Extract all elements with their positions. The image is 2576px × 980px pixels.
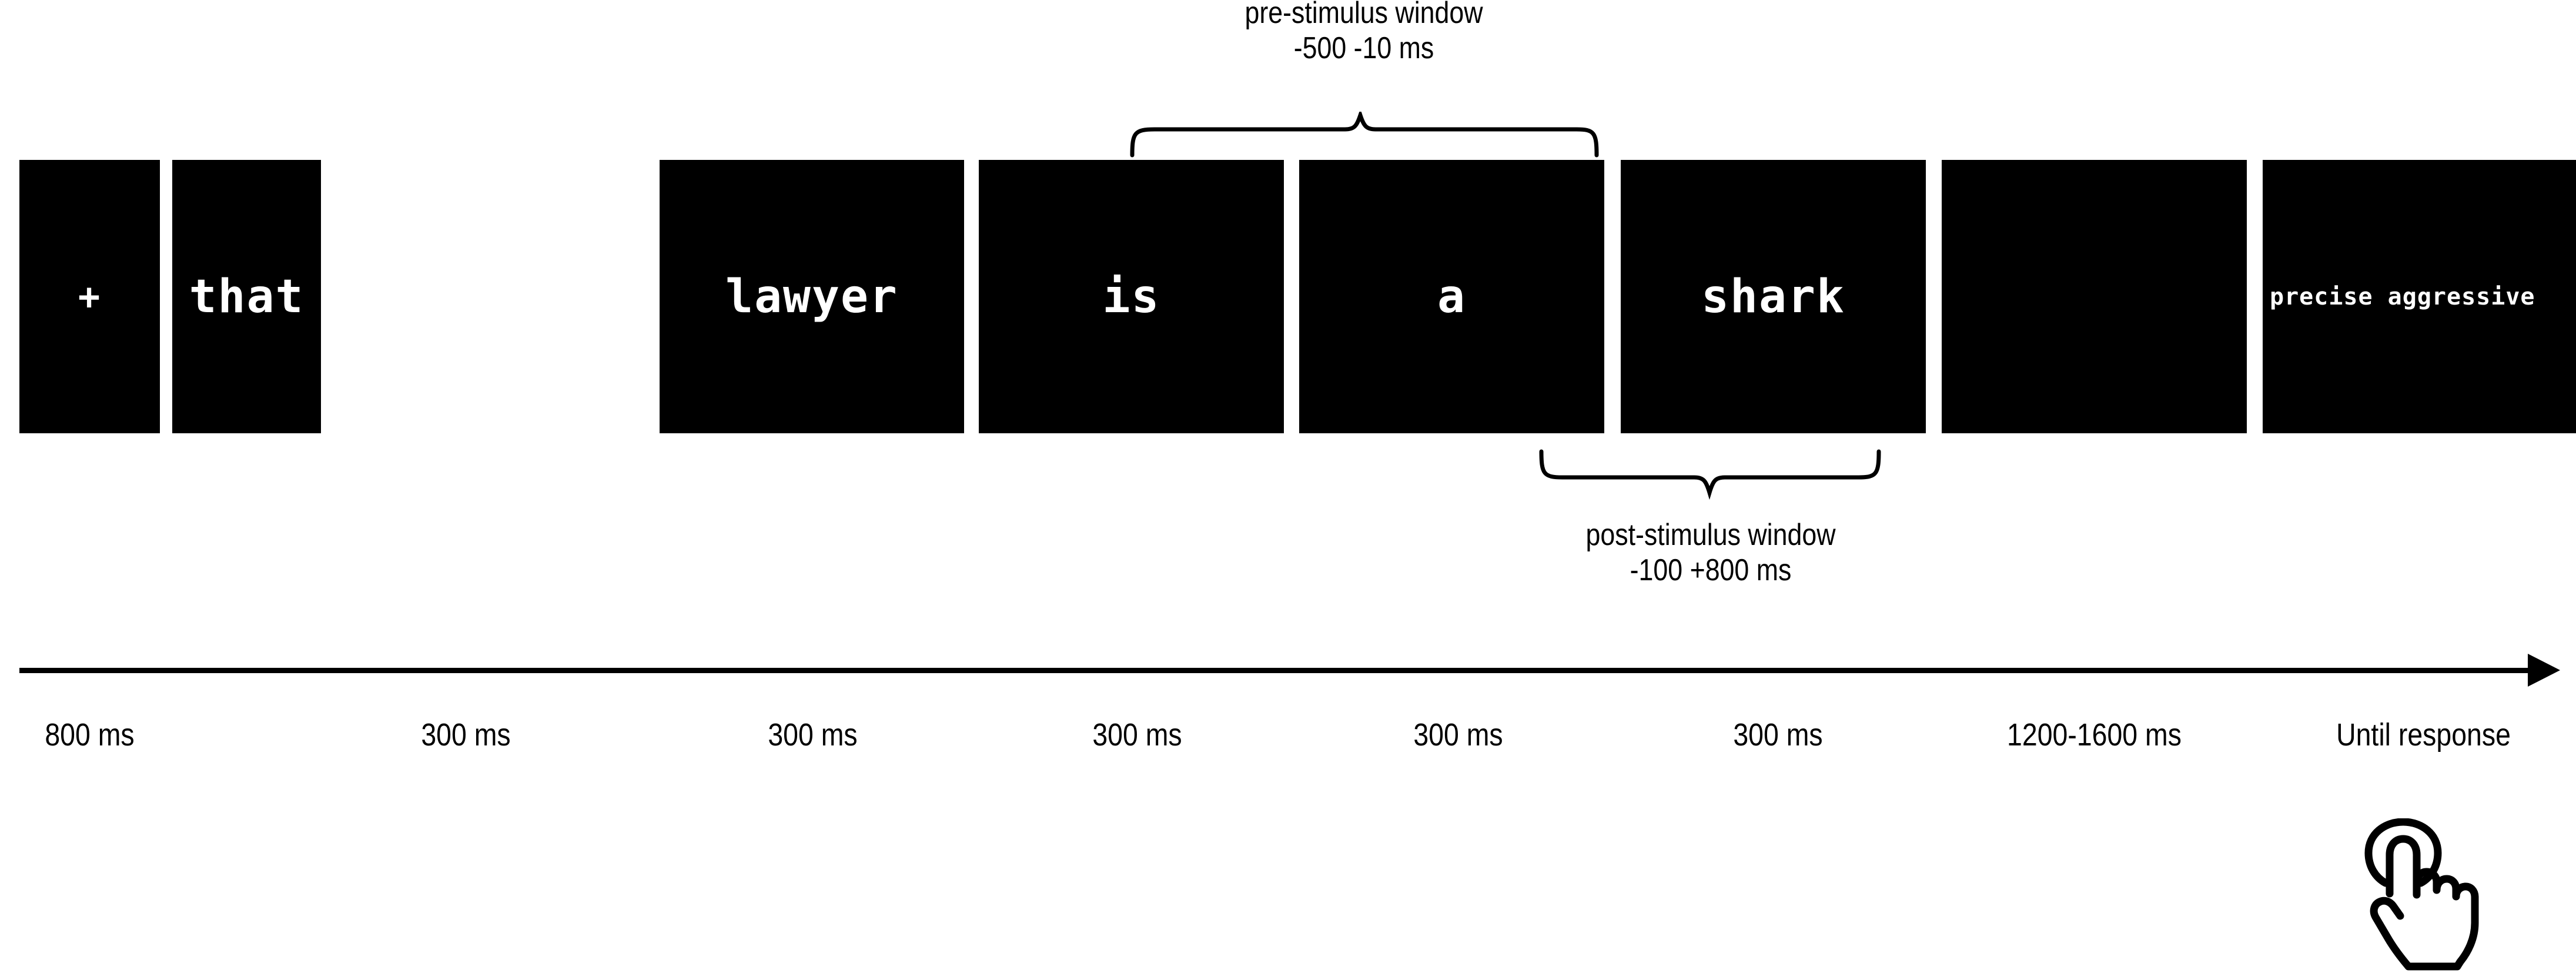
panel-text: + [78,275,102,318]
stimulus-panel-response-options: precise aggressive [2263,160,2576,433]
duration-text: 300 ms [1413,717,1503,752]
stimulus-panel-word-shark: shark [1621,160,1926,433]
panel-text: is [1102,270,1160,323]
duration-text: 300 ms [768,717,858,752]
duration-label-1: 300 ms [369,715,563,755]
duration-text: 300 ms [421,717,511,752]
panel-text: precise aggressive [2270,283,2535,310]
stimulus-panel-fixation-cross: + [19,160,160,433]
tap-hand-icon [2364,818,2479,971]
duration-text: 800 ms [45,717,135,752]
duration-label-4: 300 ms [1361,715,1555,755]
duration-label-6: 1200-1600 ms [1997,715,2192,755]
panel-text: shark [1701,270,1845,323]
duration-text: 300 ms [1092,717,1182,752]
duration-label-5: 300 ms [1681,715,1875,755]
pre-stimulus-window-range: -500 -10 ms [1293,31,1434,66]
post-stimulus-window-range: -100 +800 ms [1630,553,1792,588]
panel-text: that [189,270,305,323]
duration-label-3: 300 ms [1040,715,1235,755]
duration-label-0: 800 ms [0,715,187,755]
post-stimulus-window-label: post-stimulus window -100 +800 ms [1498,517,1923,588]
duration-text: Until response [2336,717,2511,752]
pre-stimulus-brace [1130,112,1599,158]
duration-text: 300 ms [1733,717,1823,752]
stimulus-panel-word-lawyer-main: lawyer [660,160,964,433]
duration-text: 1200-1600 ms [2007,717,2182,752]
timeline-axis-line [19,668,2541,673]
pre-stimulus-window-label: pre-stimulus window -500 -10 ms [1152,0,1576,66]
post-stimulus-brace [1539,449,1881,500]
stimulus-panel-word-is: is [979,160,1284,433]
duration-label-7: Until response [2326,715,2521,755]
pre-stimulus-window-title: pre-stimulus window [1244,0,1483,30]
stimulus-panel-word-a: a [1299,160,1604,433]
stimulus-panel-blank [1942,160,2247,433]
timeline-arrowhead-icon [2528,654,2560,687]
post-stimulus-window-title: post-stimulus window [1585,518,1836,552]
panel-text: lawyer [725,270,898,323]
panel-text: a [1437,270,1466,323]
duration-label-2: 300 ms [715,715,910,755]
stimulus-panel-word-that: that [172,160,321,433]
